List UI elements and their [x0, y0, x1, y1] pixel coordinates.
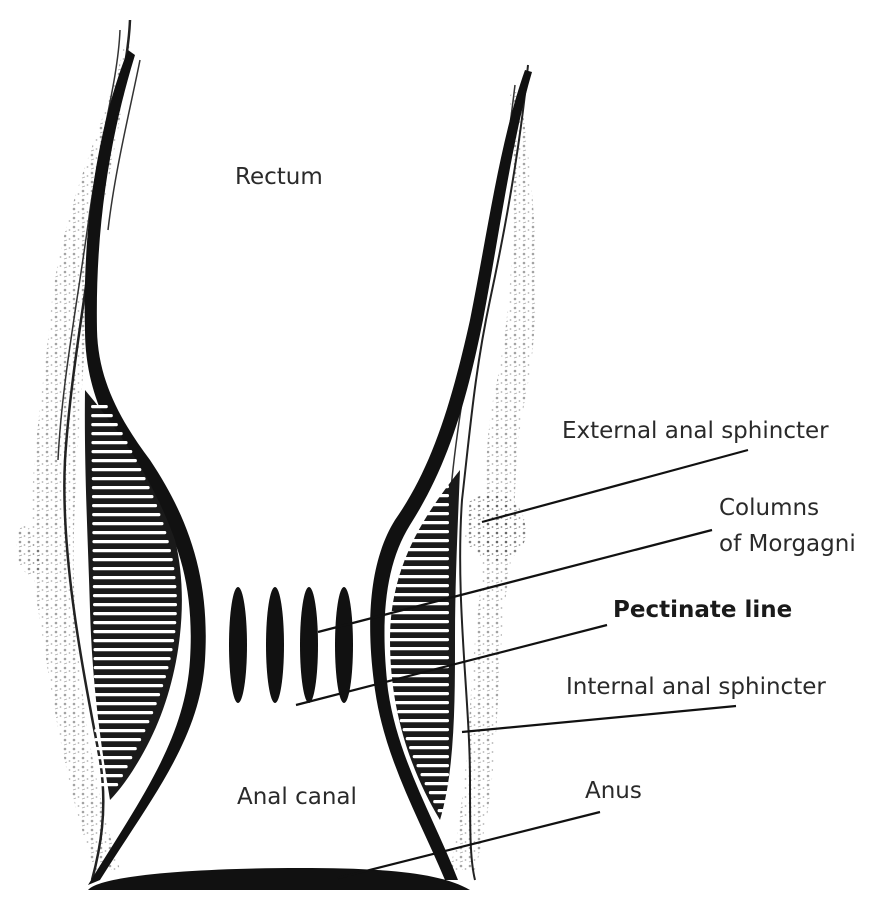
striation — [93, 603, 177, 606]
striation — [93, 585, 177, 588]
striation — [92, 450, 133, 453]
column-marker-3 — [300, 587, 318, 703]
striation — [427, 503, 449, 506]
columns-of-morgagni-markers — [229, 587, 353, 703]
striation — [95, 756, 133, 759]
label-internal-anal-sphincter: Internal anal sphincter — [566, 673, 826, 701]
right-outer-nodule — [465, 494, 526, 560]
label-pectinate-line: Pectinate line — [613, 596, 792, 624]
striation — [92, 477, 146, 480]
striation — [94, 738, 141, 741]
striation — [397, 710, 449, 713]
striation — [92, 549, 170, 552]
striation — [394, 593, 449, 596]
striation — [92, 531, 166, 534]
striation — [92, 495, 154, 498]
striation — [94, 675, 166, 678]
striation — [93, 567, 175, 570]
striation — [403, 728, 449, 731]
striation — [95, 765, 128, 768]
striation — [94, 693, 160, 696]
label-anus: Anus — [585, 777, 642, 805]
leader-internal-anal-sphincter — [462, 706, 736, 732]
striation — [93, 648, 172, 651]
striation — [417, 764, 449, 767]
column-marker-2 — [266, 587, 284, 703]
label-columns-line-2: of Morgagni — [719, 530, 856, 558]
anal-floor — [88, 868, 470, 890]
striation — [91, 432, 122, 435]
striation — [404, 557, 449, 560]
striation — [425, 782, 449, 785]
striation — [400, 719, 449, 722]
striation — [396, 584, 449, 587]
striation — [92, 504, 157, 507]
striation — [413, 755, 449, 758]
striation — [388, 638, 449, 641]
striation — [94, 684, 163, 687]
striation — [93, 612, 177, 615]
striation — [420, 773, 449, 776]
striation — [401, 566, 449, 569]
striation — [94, 720, 149, 723]
striation — [94, 729, 145, 732]
label-anal-canal: Anal canal — [237, 783, 357, 811]
striation — [91, 441, 127, 444]
striation — [92, 540, 168, 543]
striation — [93, 630, 175, 633]
striation — [93, 639, 174, 642]
striation — [389, 620, 449, 623]
striation — [419, 521, 449, 524]
striation — [408, 548, 449, 551]
striation — [91, 423, 118, 426]
striation — [91, 405, 108, 408]
striation — [395, 701, 449, 704]
striation — [429, 791, 449, 794]
striation — [93, 594, 177, 597]
striation — [438, 809, 449, 812]
leader-external-anal-sphincter — [482, 450, 748, 522]
striation — [92, 468, 142, 471]
striation — [91, 414, 113, 417]
striation — [431, 494, 449, 497]
striation — [399, 575, 449, 578]
striation — [94, 747, 136, 750]
striation — [95, 774, 123, 777]
striation — [93, 558, 173, 561]
label-external-anal-sphincter: External anal sphincter — [562, 417, 829, 445]
striation — [93, 621, 176, 624]
striation — [95, 783, 118, 786]
striation — [388, 647, 449, 650]
striation — [92, 459, 137, 462]
label-rectum: Rectum — [235, 163, 323, 191]
striation — [436, 485, 449, 488]
striation — [415, 530, 449, 533]
striation — [92, 522, 163, 525]
striation — [391, 683, 449, 686]
striation — [92, 486, 150, 489]
left-sphincter-striations — [91, 405, 177, 786]
striation — [94, 666, 169, 669]
striation — [389, 629, 449, 632]
column-marker-4 — [335, 587, 353, 703]
striation — [393, 692, 449, 695]
striation — [409, 746, 449, 749]
striation — [93, 576, 176, 579]
striation — [388, 656, 449, 659]
striation — [94, 702, 157, 705]
label-columns-line-1: Columns — [719, 494, 819, 522]
striation — [411, 539, 449, 542]
striation — [94, 711, 153, 714]
striation — [94, 657, 171, 660]
striation — [433, 800, 449, 803]
striation — [390, 674, 449, 677]
striation — [406, 737, 449, 740]
striation — [92, 513, 160, 516]
striation — [423, 512, 449, 515]
column-marker-1 — [229, 587, 247, 703]
